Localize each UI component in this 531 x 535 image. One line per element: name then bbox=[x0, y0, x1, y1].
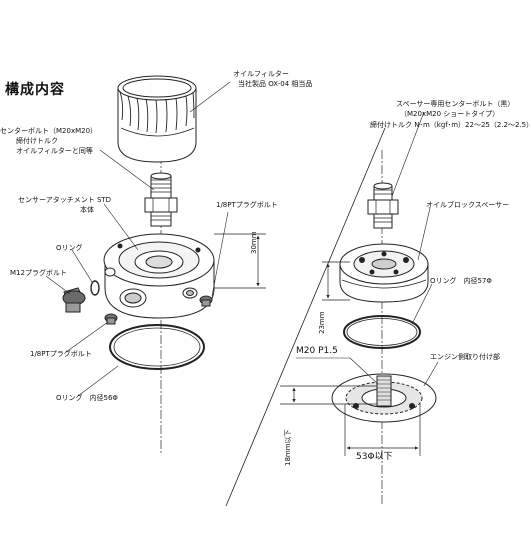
dim-label-23mm: 23mm bbox=[318, 311, 326, 334]
label-spacer-bolt-type: （M20xM20 ショートタイプ） bbox=[400, 110, 500, 118]
leader-lines-left bbox=[45, 81, 231, 397]
dim-label-18mm: 18mm以下 bbox=[284, 429, 292, 466]
label-o-ring-57: Oリング 内径57Φ bbox=[430, 277, 492, 285]
engine-mount-illustration bbox=[331, 373, 437, 423]
plug-bolt-1-8pt-left bbox=[104, 313, 118, 325]
center-bolt-left bbox=[144, 172, 178, 227]
label-plug-bolt-upper: 1/8PTプラグボルト bbox=[216, 201, 278, 209]
dimension-30mm bbox=[214, 233, 266, 289]
label-oil-block-spacer: オイルブロックスペーサー bbox=[426, 201, 510, 209]
label-o-ring: Oリング bbox=[56, 244, 83, 252]
dimension-53-phi bbox=[344, 404, 421, 456]
dim-label-30mm: 30mm bbox=[250, 231, 258, 254]
o-ring-57-illustration bbox=[343, 315, 421, 349]
label-oil-filter-equiv: 当社製品 OX-04 相当品 bbox=[238, 80, 313, 88]
dim-label-53-phi: 53Φ以下 bbox=[356, 452, 393, 462]
label-sensor-attachment-body: 本体 bbox=[80, 206, 94, 214]
label-m12-plug-bolt: M12プラグボルト bbox=[10, 269, 67, 277]
label-plug-bolt-lower: 1/8PTプラグボルト bbox=[30, 350, 92, 358]
label-o-ring-56: Oリング 内径56Φ bbox=[56, 394, 118, 402]
sensor-attachment-body bbox=[103, 233, 215, 319]
o-ring-56-illustration bbox=[109, 324, 205, 370]
label-spacer-bolt: スペーサー専用センターボルト（黒） bbox=[396, 100, 515, 108]
leader-lines-right bbox=[391, 111, 439, 387]
label-center-bolt-torque: 締付けトルク bbox=[16, 137, 58, 145]
label-sensor-attachment: センサーアタッチメント STD bbox=[18, 196, 112, 204]
oil-block-spacer-illustration bbox=[339, 243, 429, 303]
spacer-center-bolt bbox=[367, 182, 399, 229]
label-spacer-bolt-torque: 締付けトルク N･m（kgf･m）22～25（2.2～2.5） bbox=[370, 121, 531, 129]
dimension-23mm bbox=[322, 261, 350, 301]
label-oil-filter: オイルフィルター bbox=[233, 70, 289, 78]
small-o-ring bbox=[90, 280, 100, 296]
oil-filter-illustration bbox=[117, 75, 197, 163]
dimension-18mm bbox=[280, 385, 377, 405]
label-engine-mount: エンジン側取り付け部 bbox=[430, 353, 500, 361]
thread-leader bbox=[296, 357, 379, 385]
divider-line bbox=[225, 127, 386, 507]
label-center-bolt: センターボルト（M20xM20） bbox=[0, 127, 98, 135]
label-center-bolt-note: オイルフィルターと同等 bbox=[16, 147, 93, 155]
diagram-title: 構成内容 bbox=[5, 82, 65, 98]
m12-plug-bolt bbox=[62, 287, 86, 313]
plug-bolt-1-8pt-right bbox=[199, 295, 213, 307]
dim-label-thread: M20 P1.5 bbox=[296, 346, 338, 356]
